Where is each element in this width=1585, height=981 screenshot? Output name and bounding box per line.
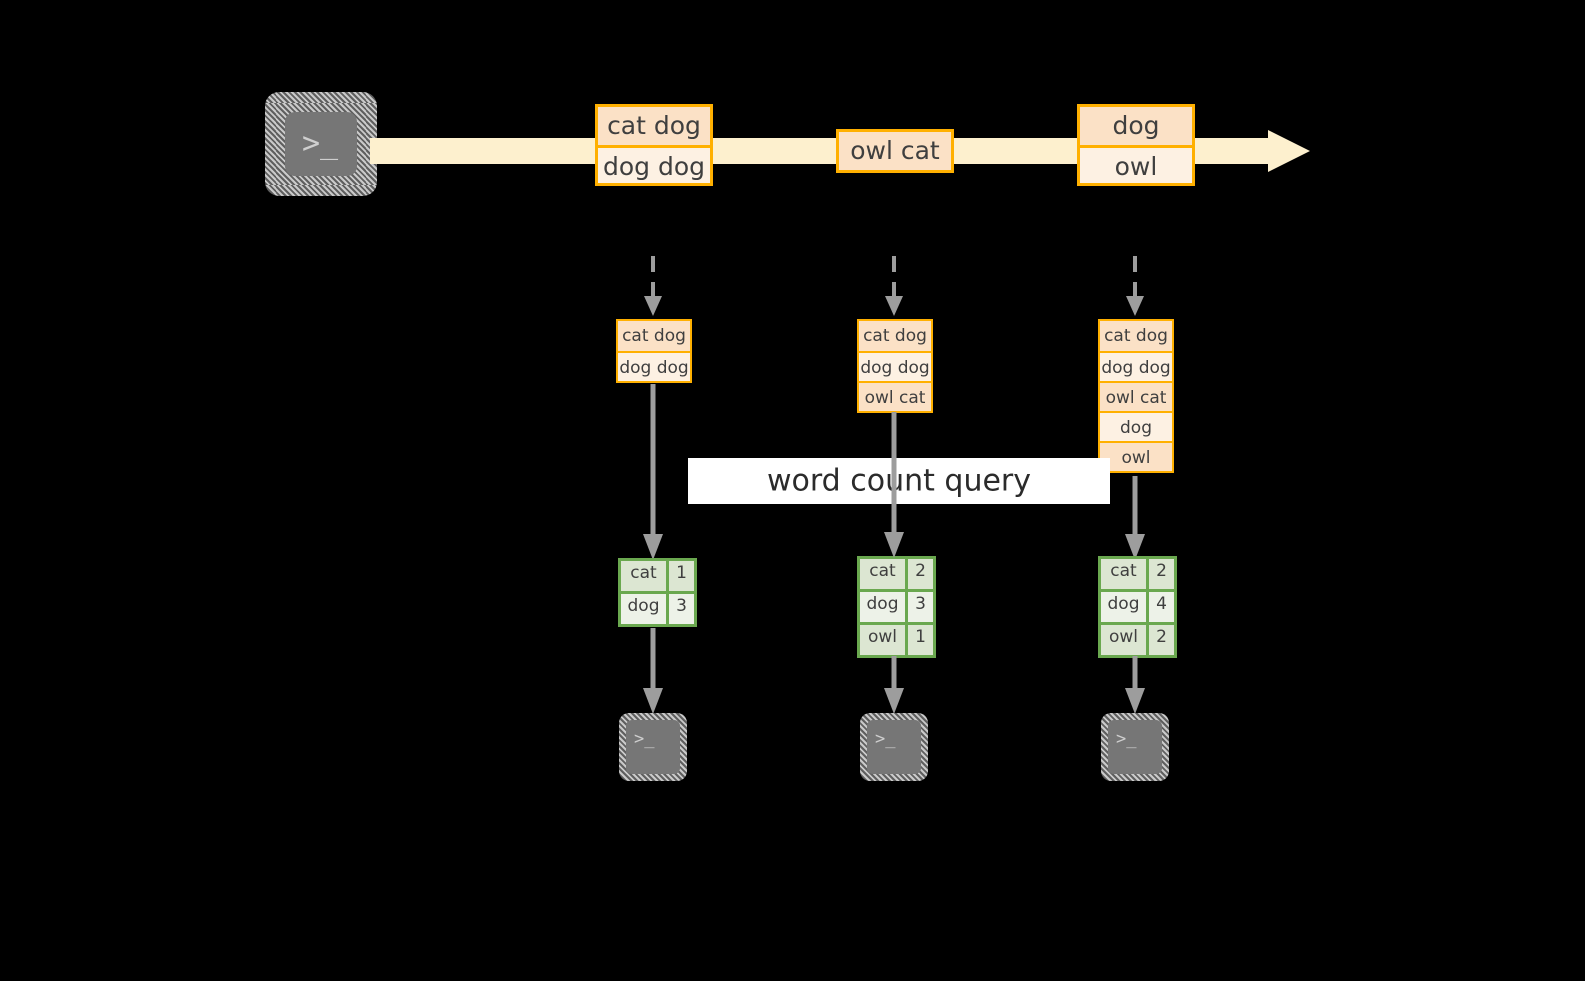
query-connector-2 [882,412,906,560]
result-word: cat [869,561,896,581]
record-line: dog dog [598,145,710,183]
sink-connector-2 [882,656,906,716]
table-row: owl 2 [1101,622,1174,655]
snapshot-1-input-table: cat dog dog dog [616,319,692,383]
sink-terminal-1-icon: >_ [619,713,687,781]
source-terminal-icon: >_ [265,92,377,196]
result-count: 1 [666,561,694,591]
dashed-connector-2 [881,256,907,318]
result-word: cat [630,563,657,583]
result-count: 2 [1146,559,1174,589]
snapshot-2-result-table: cat 2 dog 3 owl 1 [857,556,936,658]
result-count: 4 [1146,592,1174,622]
stream-record-1: cat dog dog dog [595,104,713,186]
result-word: dog [627,596,660,616]
table-row: dog 4 [1101,589,1174,622]
terminal-screen [1108,720,1162,774]
query-connector-1 [641,384,665,562]
table-row: owl cat [1100,381,1172,411]
terminal-prompt-glyph: >_ [634,729,655,749]
record-line: owl cat [839,132,951,170]
snapshot-3-input-table: cat dog dog dog owl cat dog owl [1098,319,1174,473]
table-row: owl [1100,441,1172,471]
terminal-prompt-glyph: >_ [1116,729,1137,749]
terminal-screen [285,112,357,176]
result-word: dog [866,594,899,614]
result-word: owl [1108,627,1139,647]
record-line: cat dog [598,107,710,145]
record-line: dog [1080,107,1192,145]
sink-terminal-2-icon: >_ [860,713,928,781]
dashed-connector-1 [640,256,666,318]
table-row: owl 1 [860,622,933,655]
query-banner: word count query [688,458,1110,504]
table-row: cat 2 [1101,559,1174,589]
terminal-prompt-glyph: >_ [302,126,339,161]
table-row: cat 2 [860,559,933,589]
table-row: dog dog [618,351,690,381]
table-row: cat dog [859,321,931,351]
stream-record-2: owl cat [836,129,954,173]
terminal-screen [626,720,680,774]
stream-record-3: dog owl [1077,104,1195,186]
result-word: owl [867,627,898,647]
table-row: owl cat [859,381,931,411]
result-count: 2 [905,559,933,589]
result-count: 3 [666,594,694,624]
terminal-screen [867,720,921,774]
table-row: dog 3 [621,591,694,624]
snapshot-3-result-table: cat 2 dog 4 owl 2 [1098,556,1177,658]
result-count: 3 [905,592,933,622]
table-row: dog dog [859,351,931,381]
table-row: dog 3 [860,589,933,622]
result-word: dog [1107,594,1140,614]
table-row: cat dog [618,321,690,351]
table-row: dog dog [1100,351,1172,381]
query-connector-3 [1123,476,1147,562]
table-row: dog [1100,411,1172,441]
snapshot-2-input-table: cat dog dog dog owl cat [857,319,933,413]
record-line: owl [1080,145,1192,183]
query-banner-label: word count query [766,463,1032,499]
result-count: 2 [1146,625,1174,655]
result-count: 1 [905,625,933,655]
result-word: cat [1110,561,1137,581]
terminal-prompt-glyph: >_ [875,729,896,749]
sink-connector-1 [641,628,665,716]
table-row: cat 1 [621,561,694,591]
snapshot-1-result-table: cat 1 dog 3 [618,558,697,627]
table-row: cat dog [1100,321,1172,351]
sink-terminal-3-icon: >_ [1101,713,1169,781]
sink-connector-3 [1123,656,1147,716]
dashed-connector-3 [1122,256,1148,318]
